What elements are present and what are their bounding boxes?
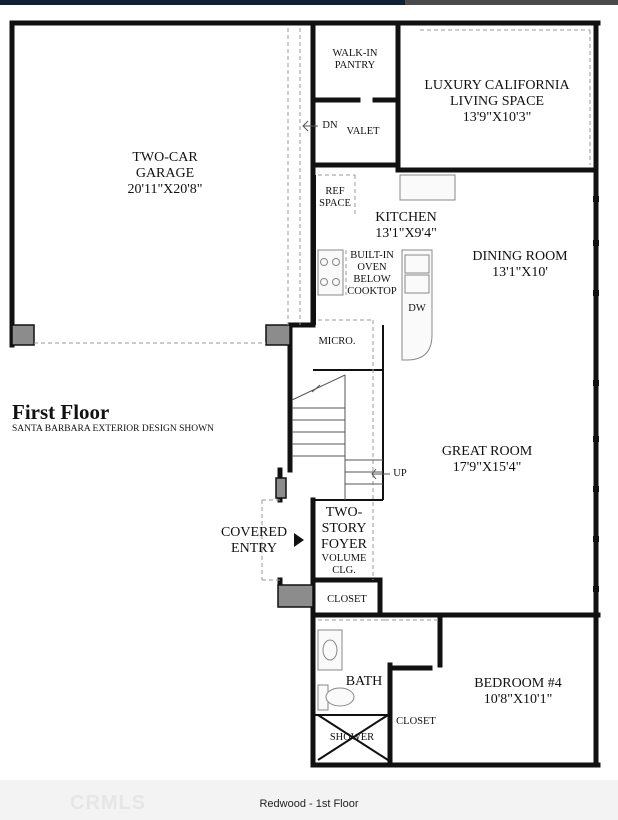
micro-label: MICRO.	[318, 336, 356, 347]
dw-label: DW	[408, 303, 426, 314]
caption-bar	[0, 780, 618, 820]
top-bar-accent	[405, 0, 618, 5]
bath-label: BATH	[345, 674, 383, 689]
garage-label: TWO-CAR GARAGE 20'11"X20'8"	[127, 150, 203, 198]
bedroom-label: BEDROOM #4 10'8"X10'1"	[474, 676, 562, 708]
valet-label: VALET	[346, 126, 380, 137]
great-room-label: GREAT ROOM 17'9"X15'4"	[441, 444, 533, 476]
top-bar	[0, 0, 618, 5]
oven-label: BUILT-IN OVEN BELOW COOKTOP	[347, 250, 397, 298]
floor-subtitle: SANTA BARBARA EXTERIOR DESIGN SHOWN	[12, 424, 214, 434]
closet-bedroom-label: CLOSET	[396, 716, 436, 727]
covered-entry-label: COVERED ENTRY	[220, 525, 288, 557]
foyer-label: TWO- STORY FOYER VOLUME CLG.	[321, 505, 367, 577]
entry-arrow-icon	[294, 533, 304, 547]
kitchen-label: KITCHEN 13'1"X9'4"	[375, 210, 437, 242]
ref-space-label: REF SPACE	[319, 186, 351, 210]
up-label: UP	[393, 468, 407, 479]
floor-title: First Floor	[12, 400, 110, 424]
image-caption: Redwood - 1st Floor	[259, 798, 359, 810]
watermark: CRMLS	[70, 792, 147, 814]
pantry-label: WALK-IN PANTRY	[332, 48, 378, 72]
dn-label: DN	[322, 120, 338, 131]
shower-label: SHOWER	[329, 732, 375, 743]
luxury-label: LUXURY CALIFORNIA LIVING SPACE 13'9"X10'…	[424, 78, 570, 126]
closet-foyer-label: CLOSET	[327, 594, 367, 605]
dining-label: DINING ROOM 13'1"X10'	[472, 249, 568, 281]
floor-plan	[9, 20, 601, 768]
